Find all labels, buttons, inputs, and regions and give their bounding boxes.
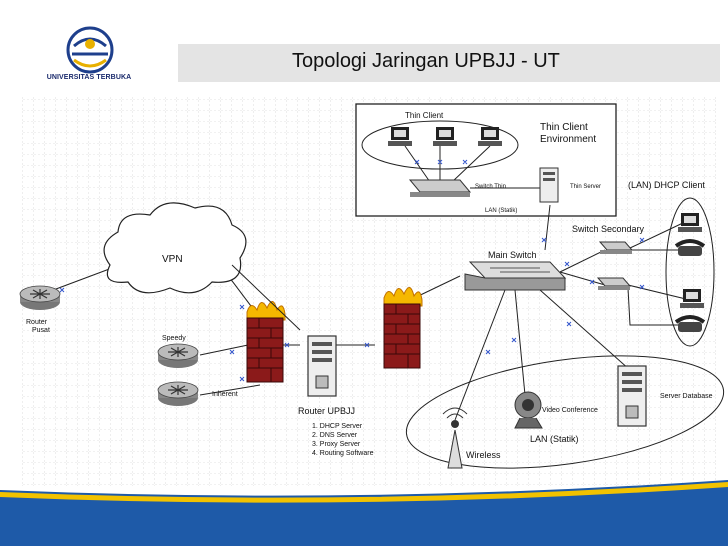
lan-statik-top-label: LAN (Statik) xyxy=(485,208,517,214)
router-upbjj-server-icon xyxy=(307,335,337,397)
link-markers xyxy=(59,159,645,382)
webcam-icon xyxy=(514,391,543,429)
dhcp-pc-1-icon xyxy=(678,213,702,232)
speedy-label: Speedy xyxy=(162,335,186,342)
thin-client-pc-1-icon xyxy=(388,127,412,146)
wireless-ap-icon xyxy=(442,407,468,469)
vpn-cloud-icon xyxy=(103,202,247,294)
vpn-uplink-line xyxy=(231,264,301,331)
title-bar xyxy=(178,44,720,82)
dhcp-client-ellipse xyxy=(665,197,715,347)
inherent-router-icon xyxy=(157,381,199,407)
university-logo xyxy=(40,22,140,92)
dhcp-pc-2-icon xyxy=(680,289,704,308)
logo-emblem-icon xyxy=(66,26,114,74)
router-pusat-label-1: Router xyxy=(26,319,48,326)
thin-client-pc-3-icon xyxy=(478,127,502,146)
router-pusat-label-2: Pusat xyxy=(32,327,50,334)
thin-server-icon xyxy=(539,167,559,203)
router-pusat-icon xyxy=(19,285,61,311)
main-switch-icon xyxy=(464,261,567,291)
router-service-3: 3. Proxy Server xyxy=(312,441,361,448)
thin-client-env-label-1: Thin Client xyxy=(540,122,588,133)
switch-thin-label: Switch Thin xyxy=(475,184,506,190)
switch-secondary-1-icon xyxy=(598,241,634,254)
main-switch-label: Main Switch xyxy=(488,250,537,260)
video-conference-label: Video Conference xyxy=(542,407,598,414)
firewall-left-icon xyxy=(246,300,286,383)
wireless-label: Wireless xyxy=(466,450,501,460)
page-title: Topologi Jaringan UPBJJ - UT xyxy=(292,50,560,72)
thin-client-label: Thin Client xyxy=(405,111,444,120)
server-database-label: Server Database xyxy=(660,393,713,400)
thin-client-box xyxy=(355,103,617,217)
speedy-router-icon xyxy=(157,343,199,369)
router-service-1: 1. DHCP Server xyxy=(312,423,363,430)
switch-secondary-label: Switch Secondary xyxy=(572,224,645,234)
server-database-icon xyxy=(617,365,647,427)
footer-stripes xyxy=(0,480,728,546)
vpn-label: VPN xyxy=(162,254,183,265)
logo-text: UNIVERSITAS TERBUKA xyxy=(46,74,132,81)
firewall-right-icon xyxy=(383,286,423,369)
thin-client-env-label-2: Environment xyxy=(540,134,596,145)
router-service-2: 2. DNS Server xyxy=(312,432,358,439)
lan-statik-bottom-label: LAN (Statik) xyxy=(530,434,579,444)
switch-thin-icon xyxy=(408,179,472,197)
dhcp-client-label: (LAN) DHCP Client xyxy=(628,180,705,190)
router-service-4: 4. Routing Software xyxy=(312,450,374,457)
inherent-label: Inherent xyxy=(212,391,238,398)
lan-statik-bottom-ellipse xyxy=(405,355,725,469)
thin-client-pc-2-icon xyxy=(433,127,457,146)
switch-secondary-2-icon xyxy=(596,277,632,290)
thin-server-label: Thin Server xyxy=(570,184,601,190)
router-upbjj-label: Router UPBJJ xyxy=(298,406,355,416)
